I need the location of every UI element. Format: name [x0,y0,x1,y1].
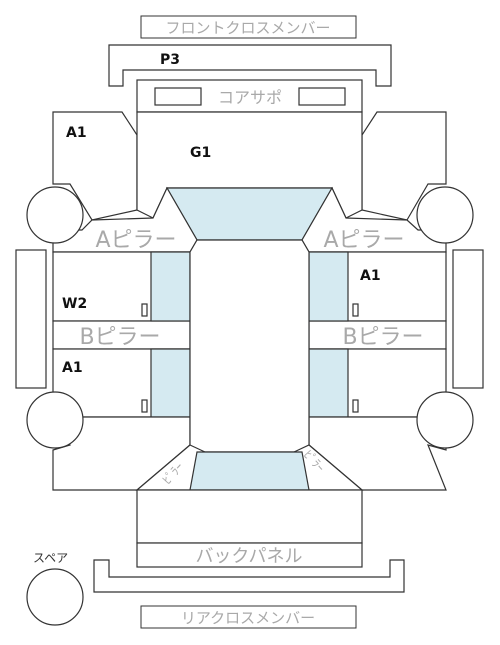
right-b-pillar-label: Bピラー [342,325,423,350]
right-side-sill[interactable] [452,249,484,389]
spare-label: スペア [33,551,68,565]
back-panel-label: バックパネル [195,546,302,567]
right-rear-wheel[interactable] [416,391,474,449]
left-rear-wheel[interactable] [26,391,84,449]
right-b-pillar[interactable] [308,320,447,350]
front-cross-member-box [140,15,357,39]
left-front-fender[interactable] [52,111,138,221]
rear-cross-member-box [140,605,357,629]
left-b-pillar[interactable] [52,320,191,350]
right-rear-door-handle[interactable] [352,399,359,413]
left-rear-door-glass[interactable] [150,348,191,418]
left-b-pillar-label: Bピラー [79,325,160,350]
front-cross-rail[interactable] [108,44,392,87]
right-headlight[interactable] [298,87,346,106]
roof[interactable] [189,239,310,453]
left-front-door-handle[interactable] [141,303,148,317]
right-front-door-code: A1 [360,268,381,284]
core-support-label: コアサポ [218,88,282,107]
back-panel[interactable] [136,542,363,568]
left-rear-door-code: A1 [62,360,83,376]
left-front-door-glass[interactable] [150,251,191,322]
right-front-wheel[interactable] [416,186,474,244]
right-front-door-handle[interactable] [352,303,359,317]
left-side-sill[interactable] [15,249,47,389]
rear-cross-member-label: リアクロスメンバー [181,609,315,627]
left-headlight[interactable] [154,87,202,106]
hood-code: G1 [190,145,211,161]
left-front-wheel[interactable] [26,186,84,244]
spare-tire[interactable] [26,568,84,626]
left-a-pillar-label: Aピラー [95,228,176,253]
right-a-pillar-label: Aピラー [323,228,404,253]
left-rear-door-handle[interactable] [141,399,148,413]
front-cross-rail-code: P3 [160,52,180,68]
rear-cross-rail[interactable] [93,559,405,593]
right-rear-door-glass[interactable] [308,348,349,418]
trunk-lid[interactable] [136,489,363,544]
right-front-door-glass[interactable] [308,251,349,322]
front-left-fender-code: A1 [66,125,87,141]
front-cross-member-label: フロントクロスメンバー [165,19,330,37]
left-front-door-code: W2 [62,296,87,312]
rear-window[interactable] [189,451,310,491]
